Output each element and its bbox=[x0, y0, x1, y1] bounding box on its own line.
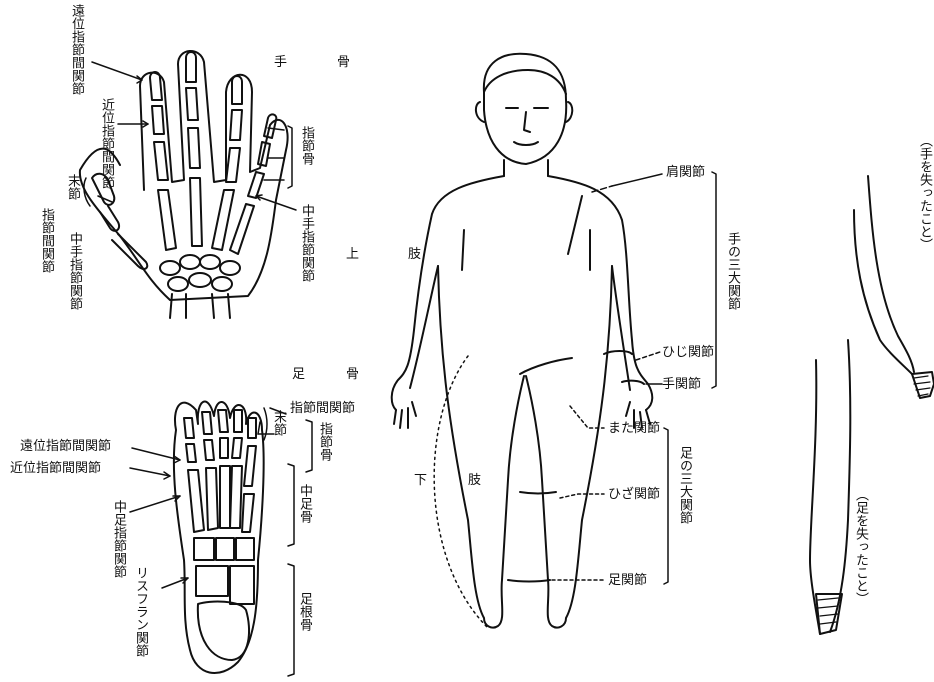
lost-foot-note: （足を失ったこと） bbox=[854, 488, 867, 605]
knee-joint-label: ひざ関節 bbox=[608, 488, 660, 501]
foot-bones-title: 足 骨 bbox=[292, 368, 373, 381]
hand-proximal-ip-joint-label: 近位指節間関節 bbox=[100, 98, 113, 189]
ankle-joint-label: 足関節 bbox=[608, 574, 647, 587]
foot-mtp-joint-label: 中足指節関節 bbox=[112, 500, 125, 578]
amputated-limbs-drawing bbox=[810, 176, 934, 634]
foot-ip-joint-label: 指節間関節 bbox=[290, 402, 355, 415]
hand-distal-phalanx-label: 末節 bbox=[66, 174, 79, 200]
foot-distal-ip-joint-label: 遠位指節間関節 bbox=[20, 440, 111, 453]
hand-mcp-joint-left-label: 中手指節関節 bbox=[68, 232, 81, 310]
human-body-drawing bbox=[392, 54, 653, 628]
foot-phalanges-label: 指節骨 bbox=[318, 422, 331, 461]
wrist-joint-label: 手関節 bbox=[662, 378, 701, 391]
foot-distal-phalanx-label: 末節 bbox=[272, 410, 285, 436]
shoulder-joint-label: 肩関節 bbox=[666, 166, 705, 179]
foot-metatarsal-label: 中足骨 bbox=[298, 484, 311, 523]
foot-proximal-ip-joint-label: 近位指節間関節 bbox=[10, 462, 101, 475]
hand-mcp-joint-right-label: 中手指節関節 bbox=[300, 204, 313, 282]
hand-phalanges-label: 指節骨 bbox=[300, 126, 313, 165]
lisfranc-joint-label: リスフラン関節 bbox=[134, 566, 147, 657]
hand-distal-ip-joint-label: 遠位指節間関節 bbox=[70, 4, 83, 95]
hand-ip-joint-label: 指節間関節 bbox=[40, 208, 53, 273]
hip-joint-label: また関節 bbox=[608, 422, 660, 435]
foot-tarsal-label: 足根骨 bbox=[298, 592, 311, 631]
elbow-joint-label: ひじ関節 bbox=[662, 346, 714, 359]
lost-hand-note: （手を失ったこと） bbox=[918, 134, 931, 251]
leg-three-joints-label: 足の三大関節 bbox=[678, 446, 691, 524]
hand-bones-title: 手 骨 bbox=[274, 56, 358, 69]
lower-limb-label: 下 肢 bbox=[414, 474, 495, 487]
foot-skeleton-drawing bbox=[174, 402, 264, 674]
arm-three-joints-label: 手の三大関節 bbox=[726, 232, 739, 310]
upper-limb-label: 上 肢 bbox=[346, 248, 439, 261]
